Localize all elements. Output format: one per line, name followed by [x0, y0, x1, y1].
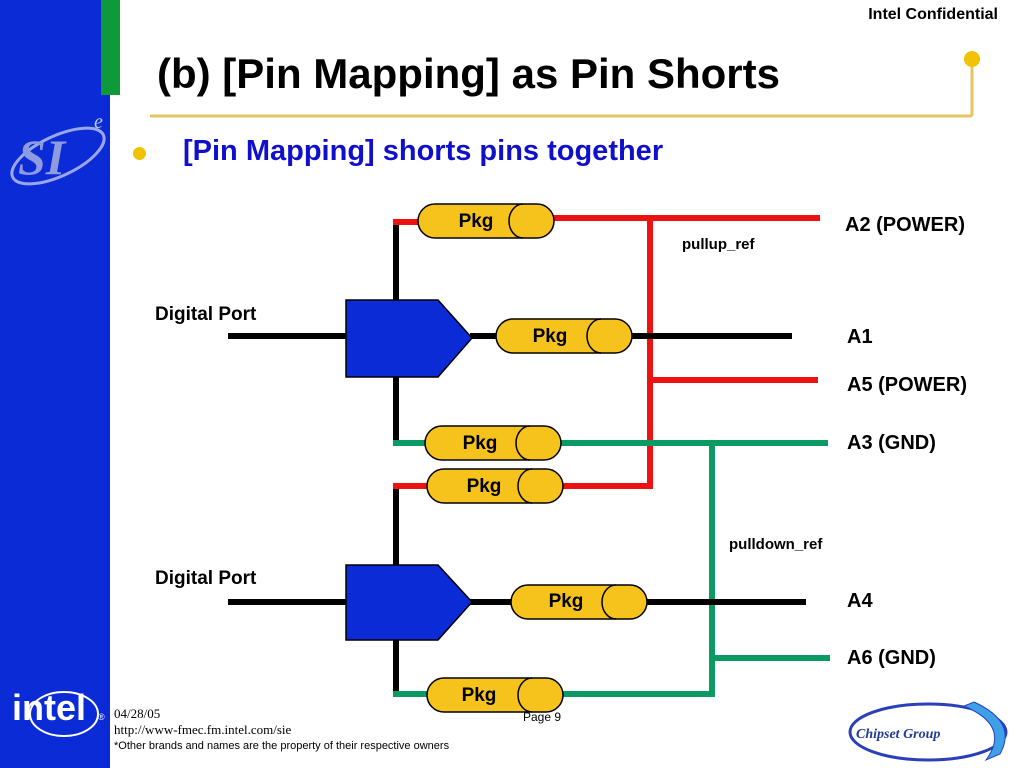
pin-a2-label: A2 (POWER) [845, 214, 965, 236]
footer-note: *Other brands and names are the property… [114, 740, 450, 752]
confidential-label: Intel Confidential [868, 6, 998, 23]
si-logo: SI e [10, 111, 106, 186]
pin-a3-label: A3 (GND) [847, 432, 936, 454]
pkg-4-label: Pkg [467, 476, 502, 497]
pkg-1-label: Pkg [459, 211, 494, 232]
pkg-3-label: Pkg [463, 433, 498, 454]
digital-port-lower-label: Digital Port [155, 568, 257, 589]
pkg-1: Pkg [417, 203, 555, 239]
pulldown-ref-label: pulldown_ref [729, 536, 823, 553]
pkg-4: Pkg [426, 468, 564, 504]
footer-url: http://www-fmec.fm.intel.com/sie [114, 722, 292, 737]
si-logo-super: e [94, 111, 103, 133]
pkg-6: Pkg [426, 677, 564, 713]
green-accent-bar [101, 0, 120, 95]
pin-a5-label: A5 (POWER) [847, 374, 967, 396]
slide-title: (b) [Pin Mapping] as Pin Shorts [157, 50, 780, 97]
svg-text:®: ® [98, 712, 105, 722]
chipset-group-text: Chipset Group [856, 727, 940, 742]
pin-a4-label: A4 [847, 590, 873, 612]
intel-logo: intel ® [12, 687, 105, 737]
pkg-2-label: Pkg [533, 326, 568, 347]
bullet-icon [133, 147, 146, 160]
digital-port-upper-label: Digital Port [155, 304, 257, 325]
footer-date: 04/28/05 [114, 706, 161, 721]
pkg-6-label: Pkg [462, 685, 497, 706]
intel-logo-text: intel [12, 687, 86, 728]
buffer-upper [345, 299, 474, 378]
si-logo-text: SI [18, 129, 67, 185]
pkg-5: Pkg [510, 584, 648, 620]
buffer-lower [345, 564, 474, 641]
pin-a1-label: A1 [847, 326, 873, 348]
title-decoration [150, 51, 980, 118]
chipset-group-logo: Chipset Group [848, 701, 1008, 762]
page-number: Page 9 [523, 710, 562, 724]
pullup-ref-label: pullup_ref [682, 236, 755, 253]
slide-subtitle: [Pin Mapping] shorts pins together [183, 135, 664, 167]
pkg-5-label: Pkg [549, 591, 584, 612]
pin-a6-label: A6 (GND) [847, 647, 936, 669]
pkg-2: Pkg [495, 318, 633, 354]
pkg-3: Pkg [424, 425, 562, 461]
